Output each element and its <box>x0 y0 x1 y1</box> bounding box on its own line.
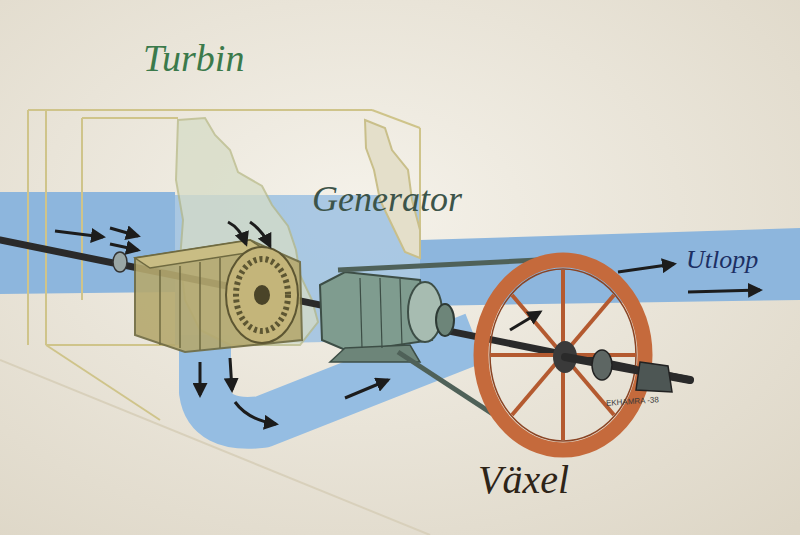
drive-shaft <box>565 357 690 380</box>
flow-arrow <box>250 222 270 246</box>
artist-signature: EKHAMRA -38 <box>606 396 659 408</box>
part-label: Turbin <box>143 38 244 80</box>
flow-arrow <box>235 402 276 424</box>
runner-blades <box>236 259 288 331</box>
turbine-body <box>135 240 302 352</box>
generator <box>320 272 454 362</box>
housing-edge <box>46 344 175 346</box>
generator-pulley <box>436 304 454 336</box>
part-label: Generator <box>312 180 462 220</box>
turbine-ribs <box>160 258 220 350</box>
flow-arrow <box>230 358 232 390</box>
housing-edge <box>27 110 29 345</box>
flow-arrow <box>345 380 388 398</box>
generator-fins <box>360 278 402 348</box>
housing-edge <box>46 345 160 420</box>
flow-arrow <box>618 264 674 272</box>
flow-arrows <box>55 222 760 424</box>
housing-edge <box>81 118 83 300</box>
flow-arrow <box>510 312 540 330</box>
flow-arrow <box>110 228 138 236</box>
housing-edge <box>28 109 372 111</box>
shaft-coupling <box>113 252 127 272</box>
part-label: Utlopp <box>686 246 758 275</box>
flow-arrow <box>199 362 202 395</box>
floor-line <box>0 360 430 535</box>
outflow-water <box>420 228 800 306</box>
turbine-runner <box>226 247 298 343</box>
housing-edge <box>45 110 47 345</box>
flow-arrow <box>110 244 138 250</box>
turbine <box>113 240 302 352</box>
bearing-block <box>636 362 672 392</box>
flow-arrow <box>55 231 103 237</box>
part-label: Växel <box>478 458 569 502</box>
shaft-collar <box>592 350 612 380</box>
flow-arrow <box>688 290 760 292</box>
housing-edge <box>82 117 178 119</box>
flow-arrow <box>228 222 246 244</box>
turbine-hub <box>254 285 270 305</box>
drive-belt <box>338 258 578 448</box>
